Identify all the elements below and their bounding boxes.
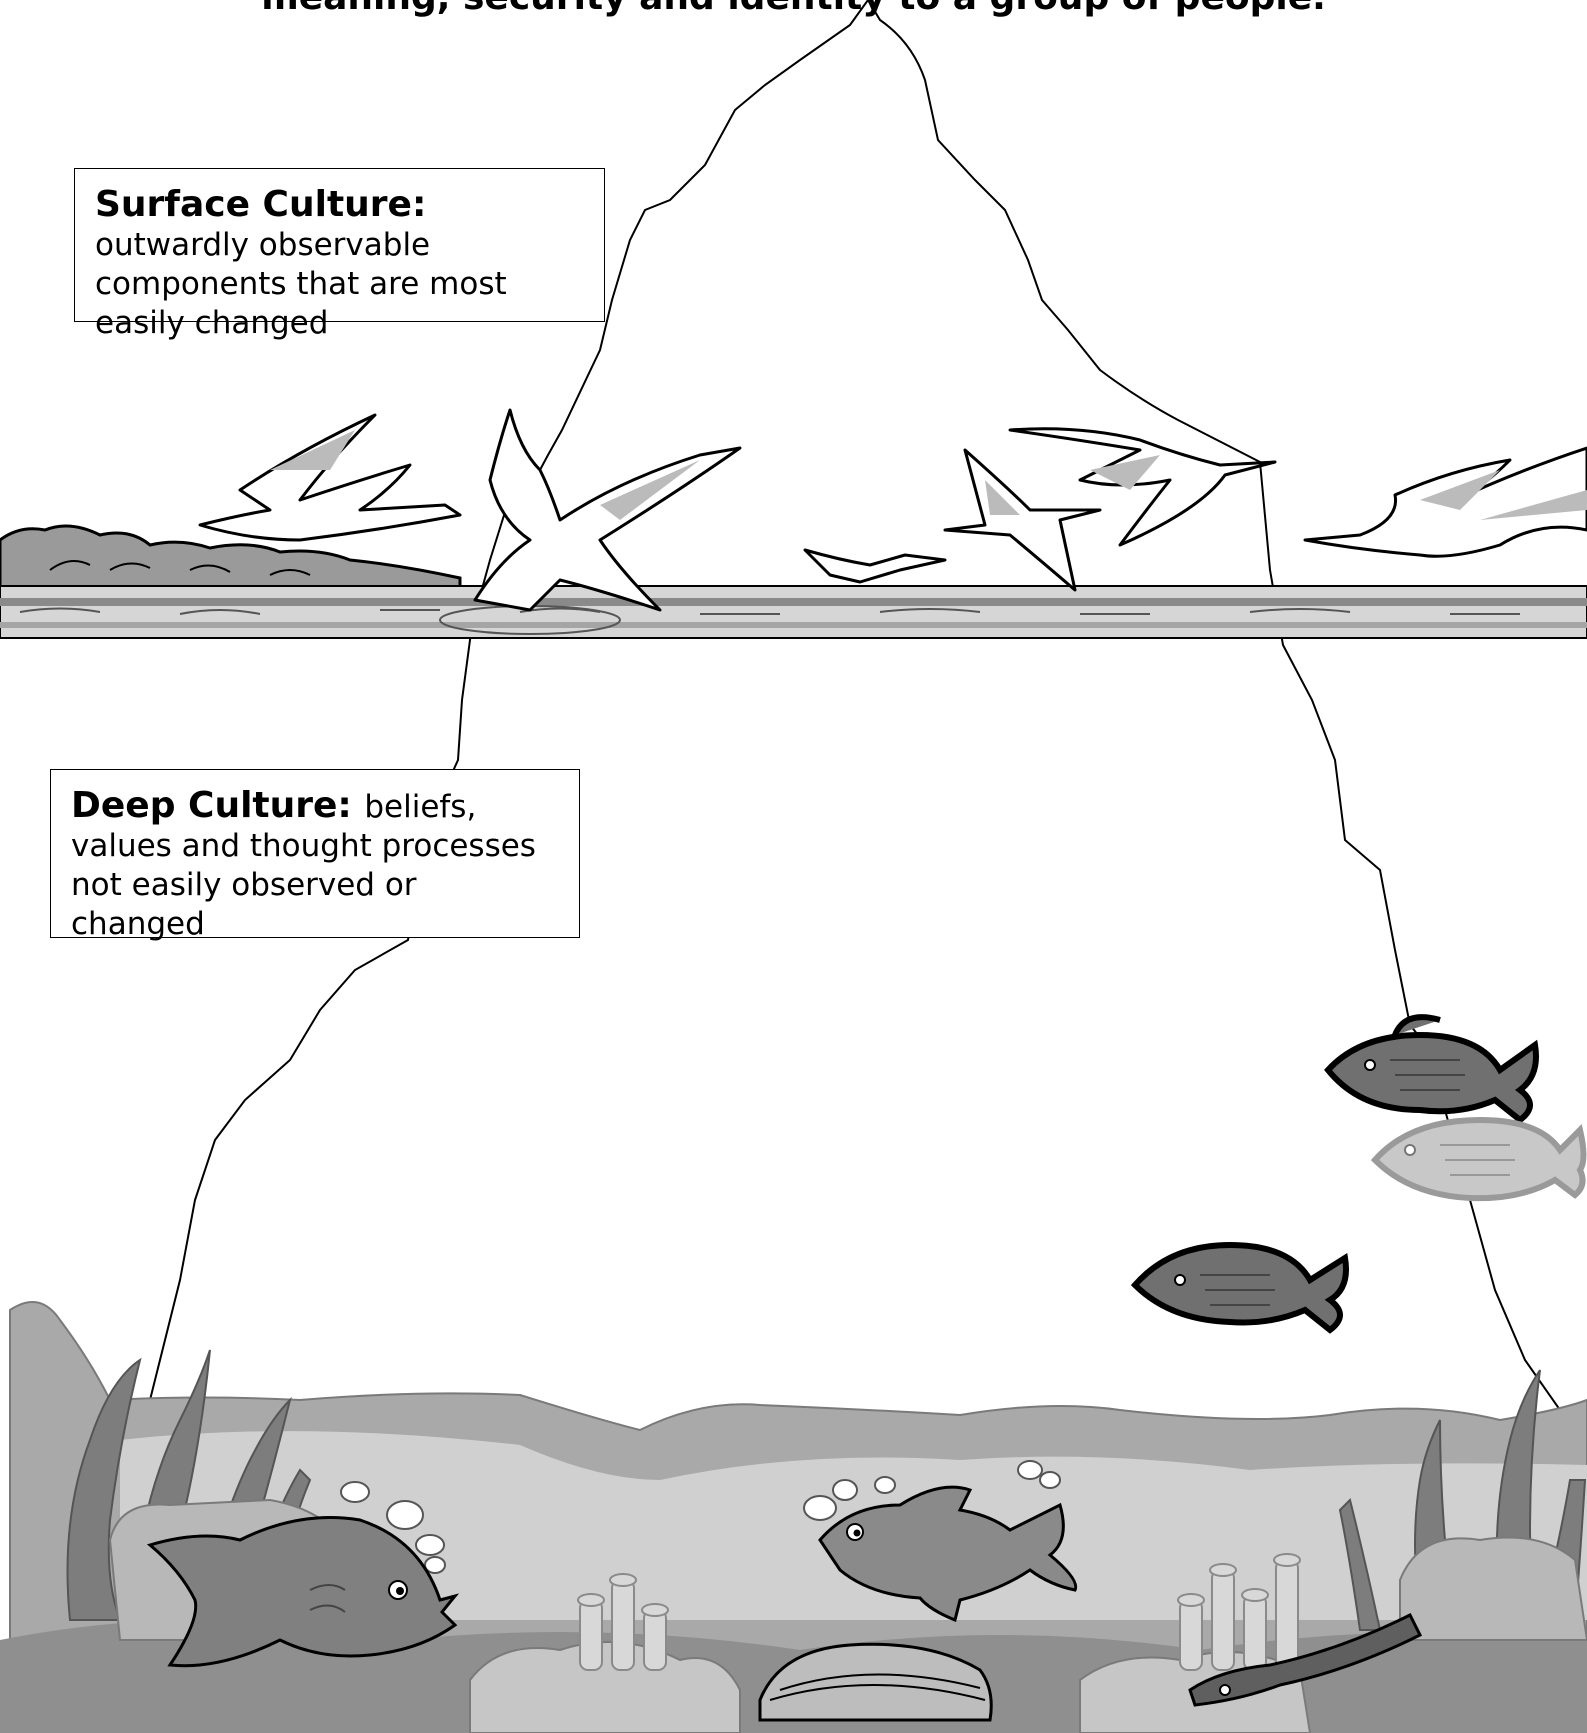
iceberg-outline	[868, 0, 1587, 1430]
surface-culture-box: Surface Culture: outwardly observable co…	[74, 168, 605, 322]
page-title: meaning, security and identity to a grou…	[0, 0, 1587, 20]
surface-culture-term: Surface Culture:	[95, 184, 426, 225]
bird-4	[945, 450, 1100, 590]
bird-2	[475, 410, 740, 610]
bird-1	[200, 415, 460, 540]
fish-light	[1375, 1120, 1584, 1198]
bird-6	[1305, 448, 1587, 556]
shore-bushes	[0, 526, 460, 590]
water-surface	[0, 586, 1587, 638]
fish-dark-upper	[1328, 1017, 1536, 1120]
fish-dark-lower	[1135, 1245, 1346, 1330]
deep-culture-term: Deep Culture:	[71, 785, 364, 826]
fish-group	[1135, 1017, 1584, 1330]
bird-3	[805, 550, 945, 582]
deep-culture-box: Deep Culture: beliefs, values and though…	[50, 769, 580, 938]
